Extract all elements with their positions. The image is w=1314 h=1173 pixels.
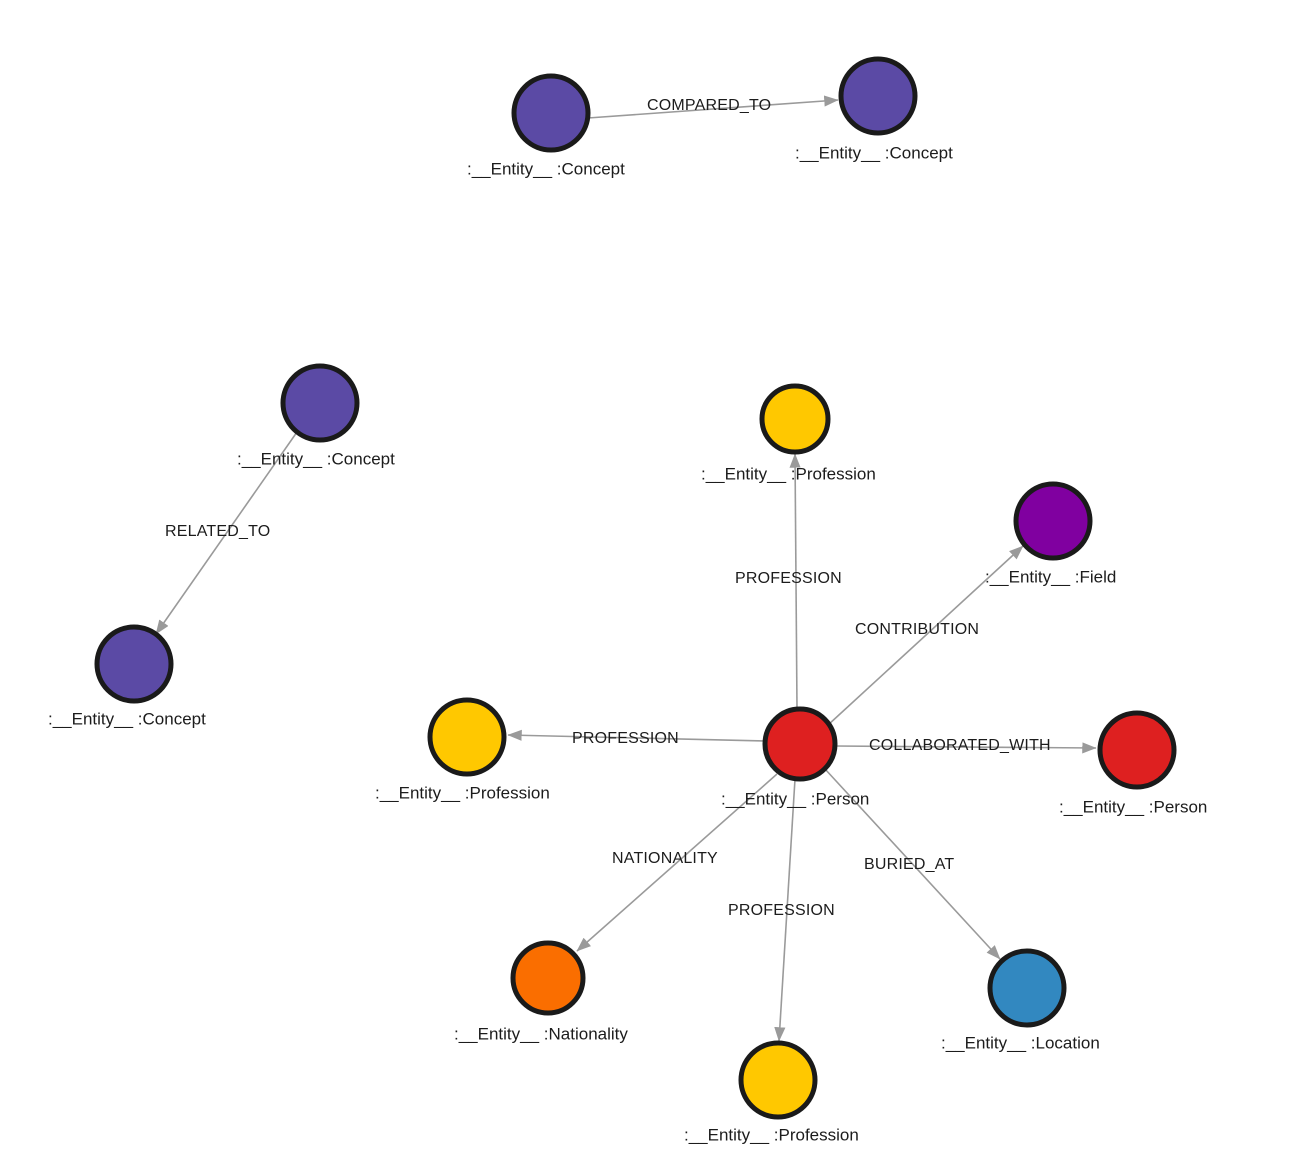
graph-edge[interactable]	[576, 773, 778, 952]
edge-label: BURIED_AT	[864, 856, 954, 873]
edge-label: PROFESSION	[735, 570, 842, 587]
edge-label: PROFESSION	[572, 730, 679, 747]
node-label: :__Entity__ :Person	[1059, 797, 1207, 816]
node-label: :__Entity__ :Profession	[375, 783, 550, 802]
graph-node[interactable]	[510, 940, 586, 1016]
node-label: :__Entity__ :Profession	[701, 464, 876, 483]
node-labels-layer: :__Entity__ :Concept :__Entity__ :Concept…	[48, 143, 1207, 1144]
graph-node[interactable]	[427, 697, 507, 777]
graph-edge[interactable]	[774, 778, 796, 1042]
node-label: :__Entity__ :Location	[941, 1033, 1100, 1052]
graph-node[interactable]	[511, 73, 591, 153]
graph-edge[interactable]	[827, 545, 1024, 726]
edges-layer	[155, 95, 1097, 1042]
node-label: :__Entity__ :Concept	[467, 159, 625, 178]
graph-edge[interactable]	[789, 453, 801, 710]
graph-node[interactable]	[738, 1040, 818, 1120]
graph-node[interactable]	[987, 948, 1067, 1028]
graph-edge[interactable]	[507, 729, 766, 742]
graph-edge[interactable]	[155, 431, 298, 635]
graph-node[interactable]	[280, 363, 360, 443]
graph-node[interactable]	[838, 56, 918, 136]
edge-labels-layer: COMPARED_TO RELATED_TO PROFESSION CONTRIBUT…	[165, 97, 1051, 919]
graph-node[interactable]	[759, 383, 831, 455]
node-label: :__Entity__ :Field	[985, 567, 1116, 586]
graph-node[interactable]	[1013, 481, 1093, 561]
node-label: :__Entity__ :Concept	[48, 709, 206, 728]
graph-edge[interactable]	[824, 768, 1001, 960]
graph-edge[interactable]	[834, 742, 1097, 754]
edge-label: PROFESSION	[728, 902, 835, 919]
node-label: :__Entity__ :Concept	[237, 449, 395, 468]
edge-label: RELATED_TO	[165, 523, 270, 540]
graph-node[interactable]	[1097, 710, 1177, 790]
node-label: :__Entity__ :Person	[721, 789, 869, 808]
nodes-layer	[94, 56, 1177, 1120]
edge-label: COLLABORATED_WITH	[869, 737, 1051, 754]
graph-edge[interactable]	[587, 95, 839, 119]
graph-node[interactable]	[762, 706, 838, 782]
node-label: :__Entity__ :Profession	[684, 1125, 859, 1144]
edge-label: COMPARED_TO	[647, 97, 771, 114]
edge-label: NATIONALITY	[612, 850, 718, 867]
node-label: :__Entity__ :Concept	[795, 143, 953, 162]
node-label: :__Entity__ :Nationality	[454, 1024, 628, 1043]
edge-label: CONTRIBUTION	[855, 621, 979, 638]
graph-node[interactable]	[94, 624, 174, 704]
